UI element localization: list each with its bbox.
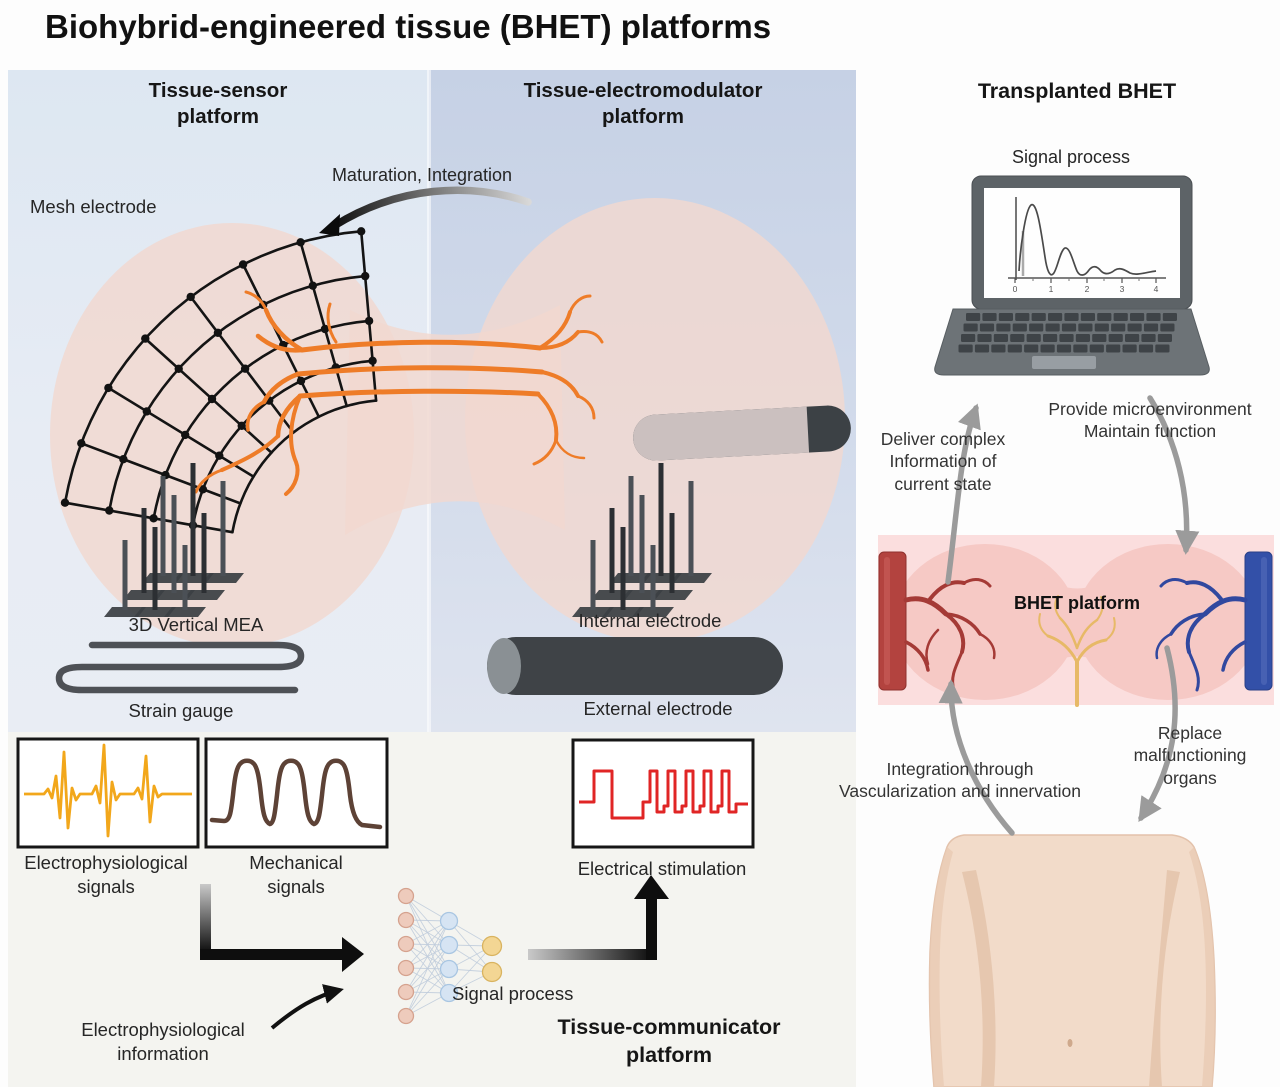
external-electrode-rod-icon [487,637,783,695]
laptop-tick-4: 4 [1154,284,1159,294]
vein-icon [1155,551,1273,692]
deliver-arrow-icon [945,403,981,585]
deliver-info-label: Deliver complex Information of current s… [880,429,1006,494]
transplanted-bhet-title: Transplanted BHET [977,79,1177,103]
signal-process-label: Signal process [452,983,574,1004]
laptop-tick-3: 3 [1120,284,1125,294]
electrical-stimulation-label: Electrical stimulation [577,858,747,879]
laptop-icon: 0 1 2 3 4 [934,175,1210,376]
mea-left-icon [104,463,244,617]
electromodulator-platform-title: Tissue-electromodulator platform [523,79,763,129]
provide-arrow-icon [1147,395,1200,555]
mechanical-signals-label: Mechanical signals [249,852,343,897]
laptop-keyboard [958,313,1177,369]
replace-arrow-icon [1138,645,1178,823]
ep-signal-chart [16,737,200,849]
info-to-nn-arrow-icon [270,984,344,1030]
electrophysiological-signals-label: Electrophysiological signals [24,852,188,897]
neuron-icon [194,290,604,496]
torso-icon [928,834,1216,1087]
mea-label: 3D Vertical MEA [128,614,264,635]
communicator-platform-title: Tissue-communicator platform [557,1015,781,1067]
electrophysiological-information-label: Electrophysiological information [81,1019,245,1064]
mea-right-icon [572,463,712,617]
mesh-electrode-label: Mesh electrode [30,196,157,217]
cycle-arrows [938,395,1200,836]
laptop-tick-1: 1 [1049,284,1054,294]
maturation-integration-label: Maturation, Integration [331,165,513,185]
internal-electrode-rod-icon [633,405,851,461]
laptop-tick-0: 0 [1013,284,1018,294]
bhet-platform-label: BHET platform [1014,593,1140,613]
laptop-tick-2: 2 [1085,284,1090,294]
maturation-arrow-icon [319,186,532,236]
external-electrode-label: External electrode [583,698,733,719]
integration-label: Integration through Vascularization and … [839,759,1081,802]
internal-electrode-label: Internal electrode [578,610,722,631]
nerve-icon [1038,595,1116,707]
mesh-electrode-icon [60,227,378,534]
mech-signal-chart [204,737,389,849]
page-title: Biohybrid-engineered tissue (BHET) platf… [45,8,772,45]
sensor-platform-title: Tissue-sensor platform [148,79,288,129]
provide-microenvironment-label: Provide microenvironment Maintain functi… [1048,399,1252,442]
neural-network-icon [397,887,503,1025]
laptop-chart: 0 1 2 3 4 [1008,197,1166,294]
replace-organs-label: Replace malfunctioning organs [1133,723,1247,788]
strain-gauge-label: Strain gauge [128,700,234,721]
stim-signal-chart [571,738,755,849]
integration-arrow-icon [938,679,1015,836]
laptop-signal-process-label: Signal process [1011,147,1131,167]
bhet-band-icon [878,535,1274,707]
nn-to-stim-arrow-icon [528,875,669,960]
signals-to-nn-arrow-icon [200,884,364,972]
strain-gauge-icon [55,641,305,694]
artery-icon [878,551,996,692]
